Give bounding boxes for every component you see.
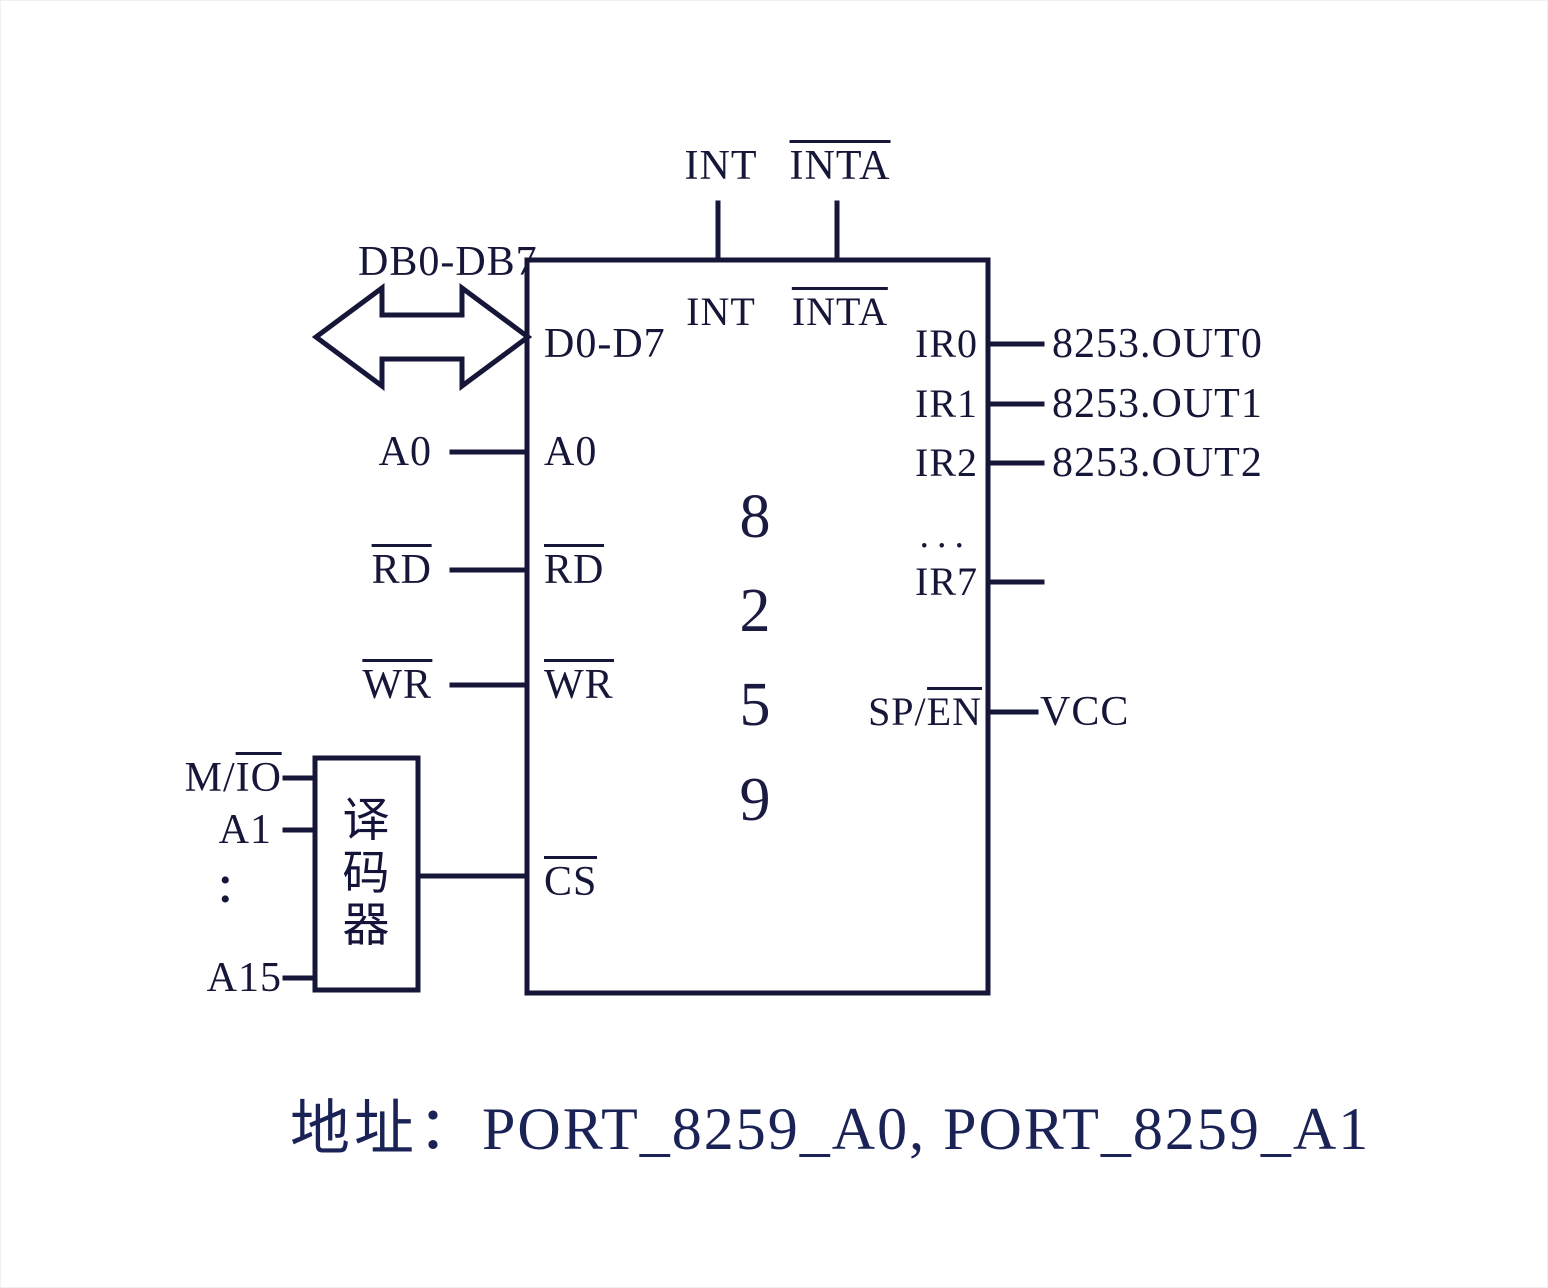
decoder-input-a15: A15 bbox=[206, 955, 282, 1001]
chip-pin-int: INT bbox=[686, 289, 756, 334]
chip-name-8259: 8 2 5 9 bbox=[740, 470, 771, 847]
chip-pin-a0: A0 bbox=[544, 429, 598, 475]
chip-name-char-3: 9 bbox=[739, 765, 771, 834]
decoder-char-2: 器 bbox=[342, 898, 390, 954]
decoder-label: 译 码 器 bbox=[342, 793, 390, 954]
chip-8259-outline bbox=[524, 257, 991, 996]
chip-pin-d0-d7: D0-D7 bbox=[544, 321, 666, 367]
chip-name-char-0: 8 bbox=[739, 483, 771, 551]
chip-pin-ir2: IR2 bbox=[915, 440, 978, 485]
chip-pin-cs: CS bbox=[544, 855, 598, 905]
chip-pin-wr: WR bbox=[544, 658, 614, 708]
chip-pin-ir0: IR0 bbox=[915, 321, 978, 366]
external-label-8253-out0: 8253.OUT0 bbox=[1052, 321, 1263, 367]
chip-pin-inta: INTA bbox=[791, 287, 889, 334]
decoder-char-1: 码 bbox=[342, 845, 390, 901]
chip-pin-ir7: IR7 bbox=[915, 559, 978, 604]
decoder-char-0: 译 bbox=[342, 793, 390, 849]
decoder-input-m-io: M/IO bbox=[184, 751, 283, 801]
decoder-outline bbox=[312, 755, 421, 993]
external-label-a0: A0 bbox=[378, 429, 432, 475]
external-label-vcc: VCC bbox=[1040, 689, 1130, 735]
chip-name-char-2: 5 bbox=[739, 671, 771, 740]
chip-name-char-1: 2 bbox=[739, 577, 771, 646]
caption-cn-prefix: 地址： bbox=[290, 1094, 482, 1164]
external-label-inta: INTA bbox=[789, 139, 891, 189]
caption-ports: PORT_8259_A0, PORT_8259_A1 bbox=[482, 1096, 1371, 1162]
external-label-8253-out2: 8253.OUT2 bbox=[1052, 440, 1263, 486]
external-label-8253-out1: 8253.OUT1 bbox=[1052, 381, 1263, 427]
external-label-rd: RD bbox=[371, 543, 433, 593]
data-bus-arrow bbox=[311, 283, 533, 391]
external-label-db0-db7: DB0-DB7 bbox=[358, 239, 538, 285]
chip-pin-rd: RD bbox=[544, 543, 605, 593]
address-caption: 地址：PORT_8259_A0, PORT_8259_A1 bbox=[290, 1080, 1370, 1167]
decoder-input-vertical-ellipsis: •• bbox=[220, 864, 231, 916]
external-label-wr: WR bbox=[362, 658, 432, 708]
decoder-input-a1: A1 bbox=[218, 807, 272, 853]
chip-pin-sp-en: SP/EN bbox=[868, 687, 983, 734]
external-label-int: INT bbox=[684, 143, 758, 189]
chip-pin-ir1: IR1 bbox=[915, 381, 978, 426]
chip-pin-ir-ellipsis: ... bbox=[919, 514, 972, 556]
